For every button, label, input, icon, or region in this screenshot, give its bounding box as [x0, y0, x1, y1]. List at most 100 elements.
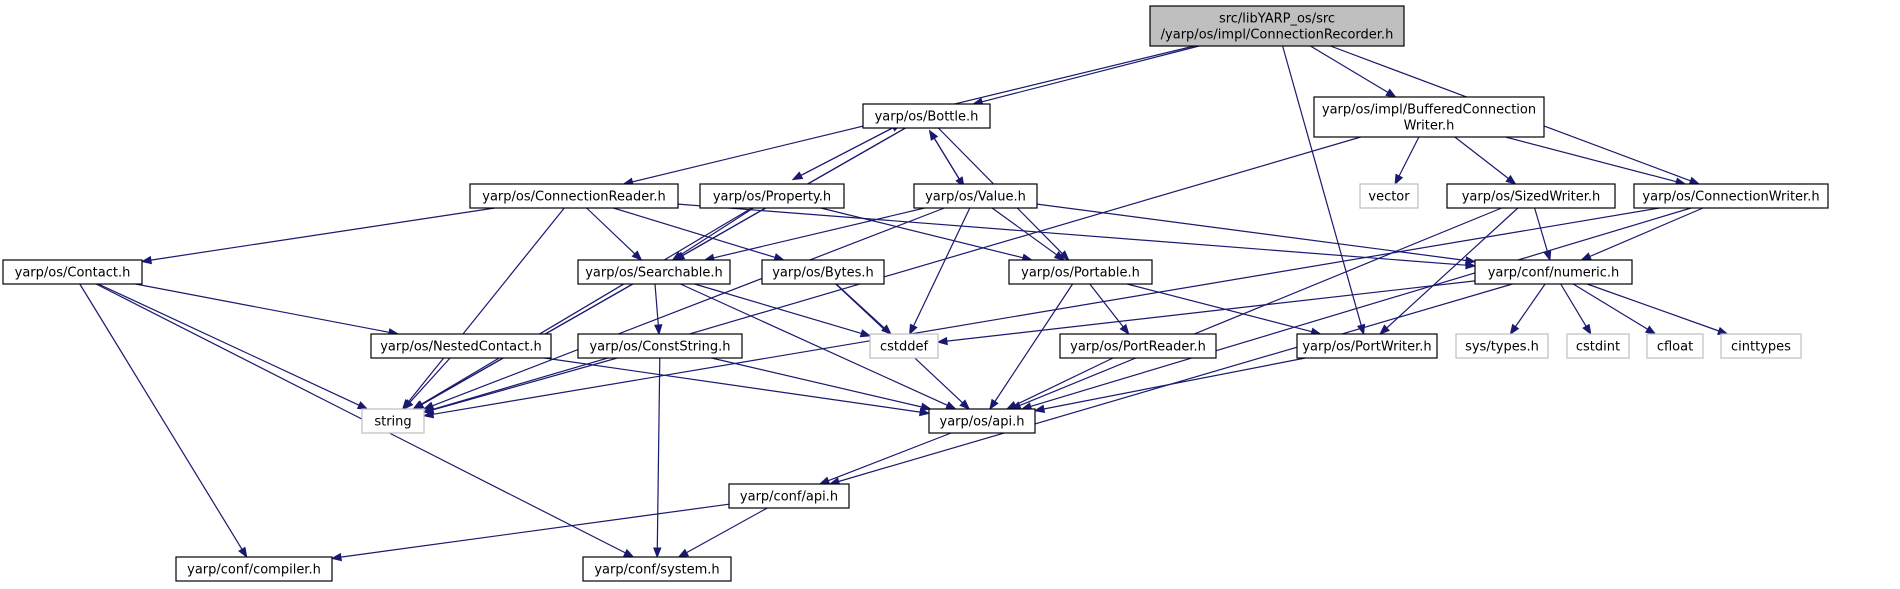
edge-nested-contact-to-os-api: [544, 357, 921, 413]
edge-arrowhead-bytes-to-os-api: [959, 399, 971, 410]
node-numeric[interactable]: yarp/conf/numeric.h: [1474, 259, 1633, 285]
node-box-compiler: [175, 556, 333, 582]
edge-arrowhead-numeric-to-cinttypes: [1716, 326, 1729, 335]
node-box-os-api: [928, 408, 1036, 434]
edge-value-to-cstddef: [913, 207, 971, 327]
node-label-cinttypes: cinttypes: [1731, 340, 1791, 355]
node-label-portable: yarp/os/Portable.h: [1021, 266, 1140, 281]
edge-arrowhead-portable-to-port-reader: [1119, 323, 1130, 336]
edge-connection-reader-to-numeric: [677, 203, 1467, 266]
edge-os-api-to-conf-api: [828, 432, 952, 482]
node-port-reader[interactable]: yarp/os/PortReader.h: [1059, 333, 1217, 359]
edge-arrowhead-numeric-to-sys-types: [1509, 323, 1520, 336]
edge-numeric-to-cstddef: [946, 280, 1476, 342]
node-label-numeric: yarp/conf/numeric.h: [1488, 266, 1620, 281]
node-box-buffered-connection-writer: [1313, 96, 1545, 138]
node-label-string: string: [374, 415, 411, 430]
edge-contact-to-system: [95, 283, 626, 554]
edge-arrowhead-conf-api-to-compiler: [330, 552, 342, 562]
node-searchable[interactable]: yarp/os/Searchable.h: [577, 259, 731, 285]
node-label-buffered-connection-writer-line-1: yarp/os/impl/BufferedConnection: [1322, 103, 1536, 118]
edge-arrowhead-portable-to-os-api: [989, 398, 999, 411]
edge-arrowhead-searchable-to-cstddef: [859, 329, 872, 338]
edge-arrowhead-value-to-portable: [1053, 251, 1066, 261]
node-box-sys-types: [1455, 333, 1549, 359]
node-string: string: [361, 408, 425, 434]
node-label-const-string: yarp/os/ConstString.h: [589, 340, 730, 355]
edge-value-to-bottle: [933, 137, 965, 187]
node-label-sys-types: sys/types.h: [1465, 340, 1539, 355]
edge-arrowhead-searchable-to-const-string: [654, 324, 663, 336]
node-box-sized-writer: [1446, 183, 1616, 209]
node-label-system: yarp/conf/system.h: [594, 563, 719, 578]
edge-arrowhead-connection-recorder-to-buffered-connection-writer: [1385, 88, 1397, 98]
edge-connection-reader-to-bytes: [613, 207, 776, 258]
edge-portable-to-port-reader: [1089, 283, 1124, 328]
node-box-port-writer: [1296, 333, 1438, 359]
edge-contact-to-string: [98, 283, 360, 406]
edge-arrowhead-nested-contact-to-string: [402, 399, 414, 411]
edge-arrowhead-port-reader-to-os-api: [1005, 401, 1018, 410]
node-system[interactable]: yarp/conf/system.h: [582, 556, 732, 582]
node-box-portable: [1008, 259, 1153, 285]
edge-value-to-numeric: [1036, 203, 1467, 262]
edge-arrowhead-connection-writer-to-numeric: [1580, 252, 1592, 261]
edge-arrowhead-bottle-to-portable: [1058, 250, 1070, 261]
edge-arrowhead-bytes-to-cstddef: [881, 324, 892, 335]
edge-buffered-connection-writer-to-sized-writer: [1454, 136, 1509, 179]
edge-port-writer-to-os-api: [1043, 357, 1306, 410]
node-box-string: [361, 408, 425, 434]
node-box-nested-contact: [370, 333, 552, 359]
node-connection-writer[interactable]: yarp/os/ConnectionWriter.h: [1633, 183, 1829, 209]
edge-const-string-to-system: [656, 357, 661, 549]
node-connection-recorder[interactable]: src/libYARP_os/src/yarp/os/impl/Connecti…: [1149, 5, 1405, 47]
edge-conf-api-to-system: [686, 507, 768, 554]
node-connection-reader[interactable]: yarp/os/ConnectionReader.h: [469, 183, 679, 209]
node-label-cstdint: cstdint: [1576, 340, 1620, 355]
node-label-nested-contact: yarp/os/NestedContact.h: [380, 340, 542, 355]
node-vector: vector: [1359, 183, 1419, 209]
edge-numeric-to-cfloat: [1572, 283, 1648, 330]
edge-numeric-to-cstdint: [1560, 283, 1587, 327]
node-value[interactable]: yarp/os/Value.h: [913, 183, 1038, 209]
node-box-port-reader: [1059, 333, 1217, 359]
node-box-system: [582, 556, 732, 582]
node-cfloat: cfloat: [1646, 333, 1704, 359]
node-box-conf-api: [728, 483, 850, 509]
edge-arrowhead-connection-recorder-to-connection-writer: [1688, 176, 1701, 185]
node-bytes[interactable]: yarp/os/Bytes.h: [761, 259, 885, 285]
node-box-bytes: [761, 259, 885, 285]
node-port-writer[interactable]: yarp/os/PortWriter.h: [1296, 333, 1438, 359]
edge-arrowhead-numeric-to-cstddef: [936, 336, 948, 346]
node-property[interactable]: yarp/os/Property.h: [699, 183, 845, 209]
node-label-contact: yarp/os/Contact.h: [15, 266, 131, 281]
node-label-searchable: yarp/os/Searchable.h: [585, 266, 723, 281]
node-box-value: [913, 183, 1038, 209]
node-label-connection-recorder-line-1: src/libYARP_os/src: [1219, 12, 1335, 27]
node-os-api[interactable]: yarp/os/api.h: [928, 408, 1036, 434]
node-label-port-reader: yarp/os/PortReader.h: [1070, 340, 1206, 355]
node-contact[interactable]: yarp/os/Contact.h: [2, 259, 143, 285]
edge-connection-writer-to-numeric: [1589, 207, 1704, 258]
node-sized-writer[interactable]: yarp/os/SizedWriter.h: [1446, 183, 1616, 209]
node-portable[interactable]: yarp/os/Portable.h: [1008, 259, 1153, 285]
edge-value-to-string: [432, 207, 945, 407]
edge-const-string-to-string: [432, 357, 618, 411]
edge-arrowhead-numeric-to-cfloat: [1644, 325, 1657, 335]
edge-numeric-to-sys-types: [1515, 283, 1546, 327]
node-label-vector: vector: [1368, 190, 1410, 205]
edge-portable-to-os-api: [994, 283, 1074, 402]
edge-arrowhead-property-to-searchable: [671, 251, 683, 261]
edge-sized-writer-to-os-api: [1019, 207, 1502, 407]
node-compiler[interactable]: yarp/conf/compiler.h: [175, 556, 333, 582]
node-nested-contact[interactable]: yarp/os/NestedContact.h: [370, 333, 552, 359]
node-bottle[interactable]: yarp/os/Bottle.h: [862, 103, 991, 129]
node-sys-types: sys/types.h: [1455, 333, 1549, 359]
node-conf-api[interactable]: yarp/conf/api.h: [728, 483, 850, 509]
node-box-const-string: [577, 333, 743, 359]
node-label-sized-writer: yarp/os/SizedWriter.h: [1462, 190, 1601, 205]
node-const-string[interactable]: yarp/os/ConstString.h: [577, 333, 743, 359]
edge-arrowhead-searchable-to-string: [412, 400, 425, 410]
